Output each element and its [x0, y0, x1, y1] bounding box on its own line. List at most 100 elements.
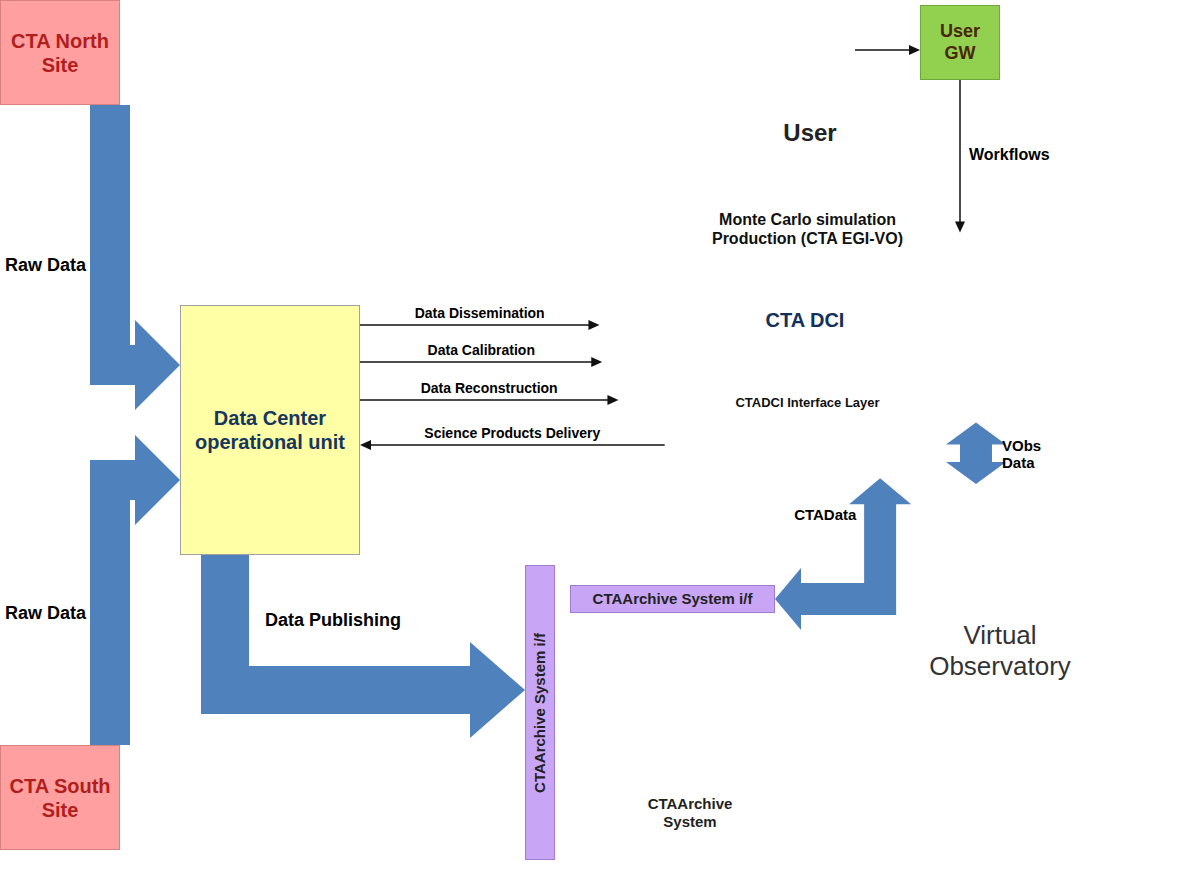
cloud-label: CTA DCI: [766, 308, 845, 332]
database-cylinder: [668, 622, 712, 661]
connector-line: [225, 555, 471, 690]
database-cylinder: [754, 704, 786, 743]
cloud-lobe-outline: [870, 480, 1030, 640]
user-head: [787, 25, 811, 49]
virtual-observatory-cloud: Virtual Observatory CTAArchive System i/f…: [480, 470, 1190, 880]
cloud-lobe: [725, 303, 885, 367]
monitor-screen: [821, 47, 843, 71]
block-arrow: [775, 478, 911, 630]
desk: [805, 81, 853, 87]
arrow-line: [955, 80, 965, 232]
cloud-lobe-outline: [760, 272, 850, 338]
database-cylinder-top: [754, 699, 786, 709]
user-body: [779, 51, 819, 105]
cloud-lobe-outline: [560, 540, 1160, 840]
gateway-box: User GW: [920, 5, 1000, 80]
edge-label: Raw Data: [5, 603, 86, 624]
archive-system: CTAArchive System: [590, 615, 790, 860]
cloud-lobe: [705, 480, 875, 650]
block-arrow: [110, 105, 180, 410]
arrow-head: [135, 320, 180, 410]
database-cylinder-top: [674, 699, 706, 709]
database-cylinder-top: [594, 699, 626, 709]
arrow-head: [955, 221, 965, 232]
arrow-head: [946, 462, 1006, 484]
dci-cloud: CTA DCI: [705, 265, 905, 375]
cloud-lobe-outline: [500, 790, 1060, 880]
connector-line: [360, 361, 592, 363]
user-figure: User: [765, 5, 855, 155]
arrow-head: [588, 320, 599, 330]
box-label: Data Center operational unit: [187, 406, 353, 454]
cloud-lobe: [580, 700, 780, 880]
arrow-line: [360, 395, 618, 405]
interface-bar: CTAArchive System i/f: [525, 565, 555, 860]
connector-line: [360, 399, 608, 401]
arrow-line: [360, 357, 602, 367]
arrow-line: [855, 45, 920, 55]
site-box: CTA South Site: [0, 745, 120, 850]
user-label: User: [765, 119, 855, 148]
cloud-label: Virtual Observatory: [900, 620, 1100, 682]
block-arrow: [110, 435, 180, 745]
database-cylinder-top: [634, 699, 666, 709]
edge-label: Raw Data: [5, 255, 86, 276]
user-icon: [765, 5, 855, 115]
arrow-head: [849, 478, 911, 504]
arrow-head: [135, 435, 180, 525]
cloud-lobe: [500, 790, 1060, 880]
arrow-head: [360, 440, 371, 450]
edge-label: Data Reconstruction: [421, 380, 558, 396]
connector-line: [360, 324, 589, 326]
arrow-head: [607, 395, 618, 405]
block-arrow: [946, 423, 1006, 484]
cloud-lobe: [485, 630, 665, 810]
database-cylinder: [594, 704, 626, 743]
cloud-lobe: [950, 710, 1130, 880]
database-cylinder-top: [668, 617, 712, 627]
connector-line: [960, 444, 992, 463]
database-cylinder: [714, 704, 746, 743]
arrow-head: [775, 568, 801, 630]
production-ellipse: Monte Carlo simulation Production (CTA E…: [600, 180, 1015, 490]
edge-label: VObs Data: [1002, 437, 1041, 472]
cloud-lobe-outline: [725, 303, 885, 367]
site-box: CTA North Site: [0, 0, 120, 105]
database-cylinder: [674, 704, 706, 743]
edge-label: Data Dissemination: [415, 305, 545, 321]
edge-label: Science Products Delivery: [424, 425, 600, 441]
cloud-lobe: [870, 480, 1030, 640]
connector-line: [110, 105, 136, 365]
edge-label: Data Publishing: [265, 610, 401, 631]
cloud-lobe-outline: [1050, 630, 1190, 810]
database-cylinder-top: [714, 699, 746, 709]
interface-layer-label: CTADCI Interface Layer: [600, 395, 1015, 411]
arrow-line: [360, 440, 665, 450]
data-center-box: Data Center operational unit: [180, 305, 360, 555]
box-label: CTA North Site: [7, 29, 113, 77]
edge-label: CTAData: [794, 506, 856, 523]
monitor: [817, 43, 847, 77]
user-arm: [801, 65, 823, 83]
edge-label: Workflows: [969, 146, 1050, 164]
database-cylinder: [634, 704, 666, 743]
archive-label: CTAArchive System: [630, 795, 750, 831]
cloud-lobe: [760, 690, 960, 880]
cloud-lobe-outline: [950, 710, 1130, 880]
red-ellipse: [602, 182, 1013, 488]
rotated-label: CTAArchive System i/f: [531, 633, 549, 793]
tree-lines: [610, 660, 770, 699]
edge-label: Data Calibration: [428, 342, 535, 358]
cloud-lobe-outline: [580, 700, 780, 880]
cloud-lobe: [890, 810, 1190, 880]
arrow-head: [591, 357, 602, 367]
connector-line: [110, 480, 136, 745]
cloud-lobe: [560, 540, 1160, 840]
interface-bar: CTAArchive System i/f: [570, 585, 775, 613]
block-arrow: [225, 555, 525, 738]
arrow-head: [470, 642, 525, 738]
connector-line: [959, 80, 961, 222]
cloud-lobe: [760, 272, 850, 338]
cloud-lobe: [1050, 630, 1190, 810]
